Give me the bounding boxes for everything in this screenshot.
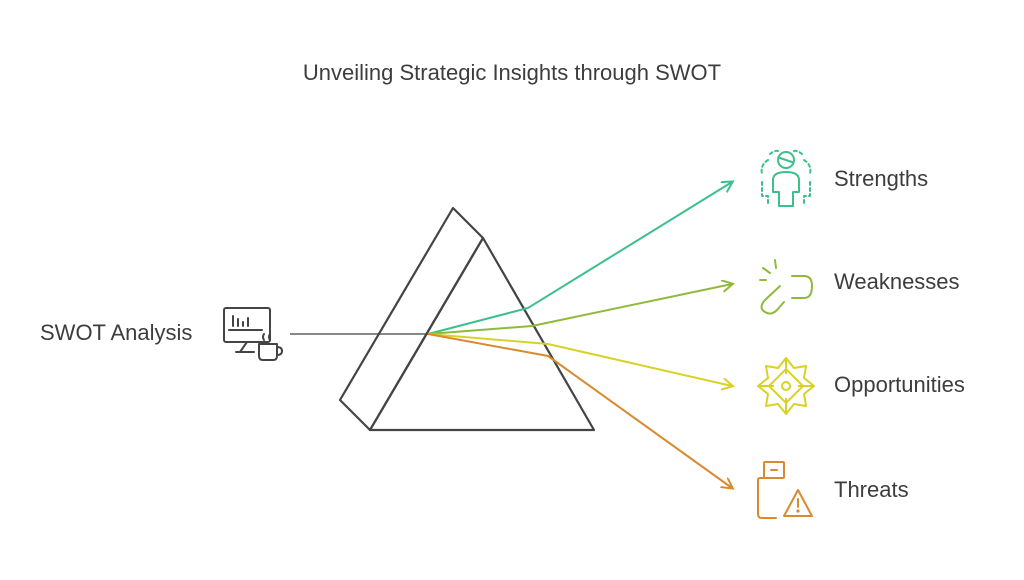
prism-front-face xyxy=(368,236,596,432)
output-label-strengths: Strengths xyxy=(834,166,929,191)
output-label-weaknesses: Weaknesses xyxy=(834,269,960,294)
broken-link-icon xyxy=(759,259,813,315)
beam-threats xyxy=(427,333,732,488)
star-flower-icon xyxy=(757,357,815,415)
beam-strengths xyxy=(427,182,732,335)
source-label: SWOT Analysis xyxy=(40,320,193,345)
output-label-threats: Threats xyxy=(834,477,909,502)
monitor-chart-coffee-icon xyxy=(223,307,283,361)
diagram-title: Unveiling Strategic Insights through SWO… xyxy=(302,60,722,85)
usb-warning-icon xyxy=(757,461,813,519)
prism-back-face xyxy=(338,206,485,432)
output-label-opportunities: Opportunities xyxy=(834,372,965,397)
beam-weaknesses xyxy=(427,284,732,335)
beam-opportunities xyxy=(427,333,732,386)
person-strength-icon xyxy=(760,149,812,207)
